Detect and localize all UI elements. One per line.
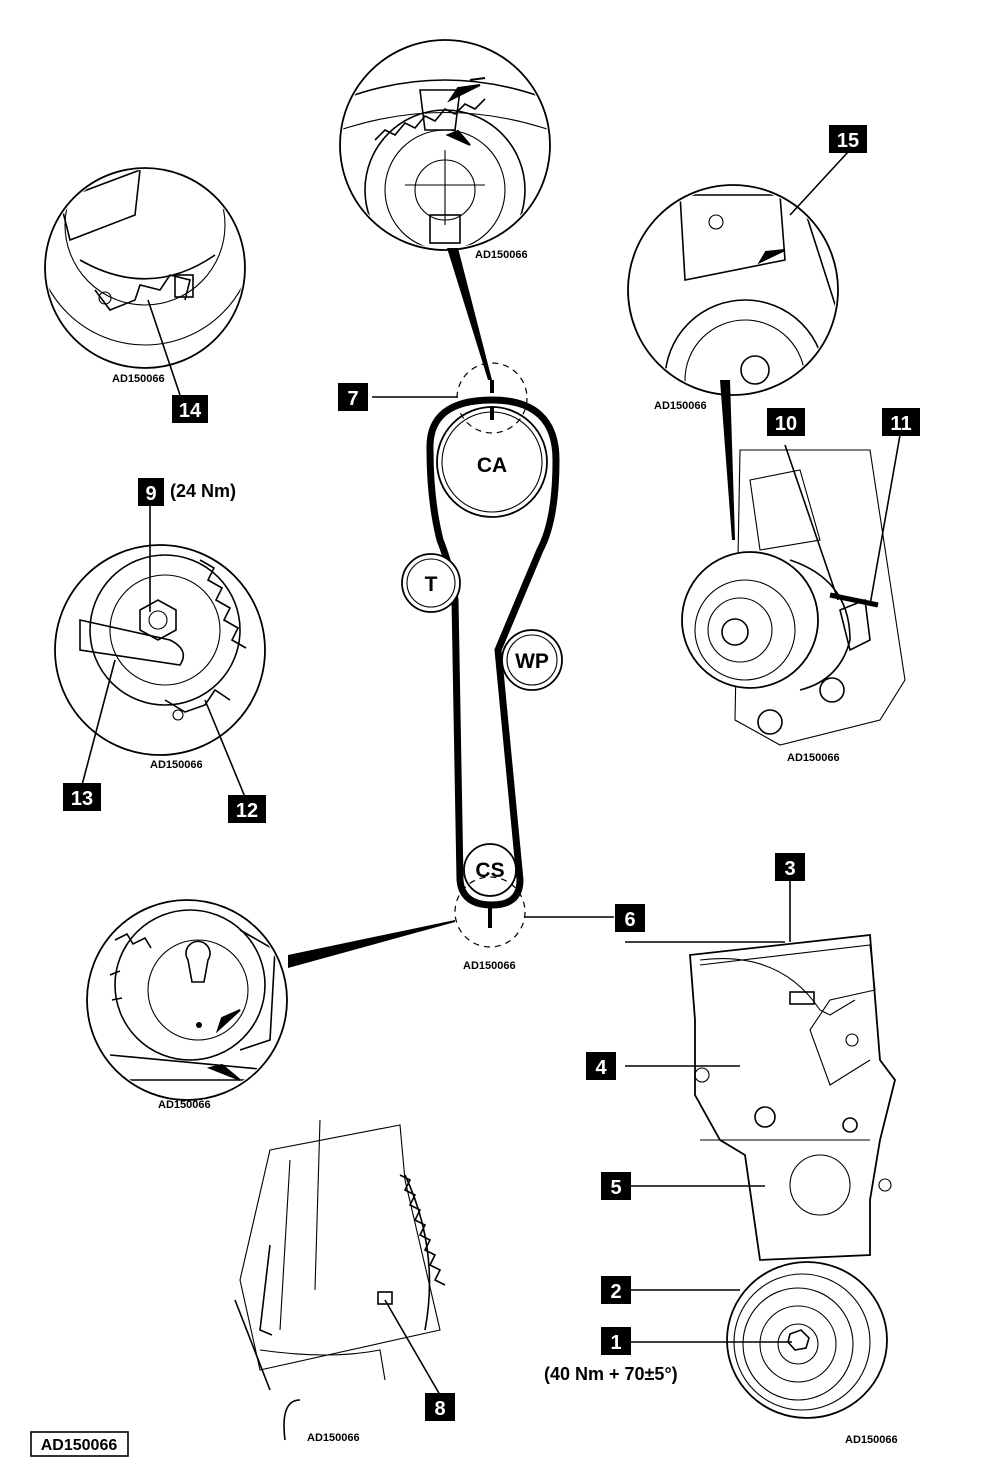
callout-6: 6: [615, 904, 645, 932]
svg-text:4: 4: [595, 1057, 607, 1079]
svg-text:12: 12: [236, 800, 258, 822]
covers-ref: AD150066: [845, 1434, 898, 1446]
callout-12: 12: [228, 795, 266, 823]
svg-text:2: 2: [610, 1281, 621, 1303]
callout-5: 5: [601, 1172, 631, 1200]
inset-tensioner-adjust: AD150066: [54, 500, 266, 798]
inset-9-ref: AD150066: [150, 759, 203, 771]
svg-text:11: 11: [890, 413, 911, 435]
tensioner-torque: (24 Nm): [170, 481, 236, 501]
svg-text:8: 8: [434, 1398, 445, 1420]
callout-14: 14: [172, 395, 208, 423]
engine-block-lock-pin: AD150066: [234, 1119, 446, 1444]
engine-block-ref: AD150066: [307, 1432, 360, 1444]
callout-15: 15: [829, 125, 867, 153]
crankshaft-label: CS: [475, 859, 504, 882]
inset-tensioner-marks: AD150066: [44, 167, 246, 396]
svg-text:15: 15: [837, 130, 859, 152]
callout-10: 10: [767, 408, 805, 436]
camshaft-mark-circle: [456, 362, 528, 434]
tensioner-label: T: [425, 573, 438, 596]
water-pump-pulley: [501, 629, 563, 691]
callout-4: 4: [586, 1052, 616, 1080]
svg-text:6: 6: [624, 909, 635, 931]
callout-2: 2: [601, 1276, 631, 1304]
belt-layout-ref: AD150066: [463, 960, 516, 972]
svg-text:5: 5: [610, 1177, 621, 1199]
inset-crankshaft-sprocket: AD150066: [86, 899, 455, 1111]
tensioner-pulley: [401, 553, 461, 613]
svg-text:14: 14: [179, 400, 202, 422]
inset-15-ref: AD150066: [654, 400, 707, 412]
crankshaft-pulley: [463, 843, 517, 897]
inset-crank-ref: AD150066: [158, 1099, 211, 1111]
callout-13: 13: [63, 783, 101, 811]
svg-text:1: 1: [610, 1332, 621, 1354]
callout-9: 9: [138, 478, 164, 506]
main-reference-code: AD150066: [41, 1437, 118, 1454]
timing-covers-and-crank-pulley: AD150066: [625, 934, 898, 1446]
callout-8: 8: [425, 1393, 455, 1421]
timing-belt: [426, 396, 560, 909]
main-reference-box: AD150066: [30, 1431, 129, 1457]
callout-1: 1: [601, 1327, 631, 1355]
tensioner-assembly-ref: AD150066: [787, 752, 840, 764]
camshaft-label: CA: [477, 454, 507, 477]
tensioner-assembly: AD150066: [681, 434, 906, 764]
inset-14-ref: AD150066: [112, 373, 165, 385]
callout-11: 11: [882, 408, 920, 436]
svg-text:3: 3: [784, 858, 795, 880]
inset-camshaft-ref: AD150066: [475, 249, 528, 261]
callout-3: 3: [775, 853, 805, 881]
callout-7: 7: [338, 383, 368, 411]
inset-tensioner-pointer: AD150066: [627, 151, 849, 540]
svg-text:7: 7: [347, 388, 358, 410]
crankshaft-mark-circle: [454, 876, 526, 948]
inset-camshaft-sprocket: AD150066: [339, 39, 551, 380]
crankshaft-torque: (40 Nm + 70±5°): [544, 1364, 678, 1384]
svg-text:10: 10: [775, 413, 797, 435]
water-pump-label: WP: [515, 650, 549, 673]
svg-text:9: 9: [145, 483, 156, 505]
svg-text:13: 13: [71, 788, 93, 810]
belt-layout: CA T WP CS AD150066: [401, 362, 563, 972]
